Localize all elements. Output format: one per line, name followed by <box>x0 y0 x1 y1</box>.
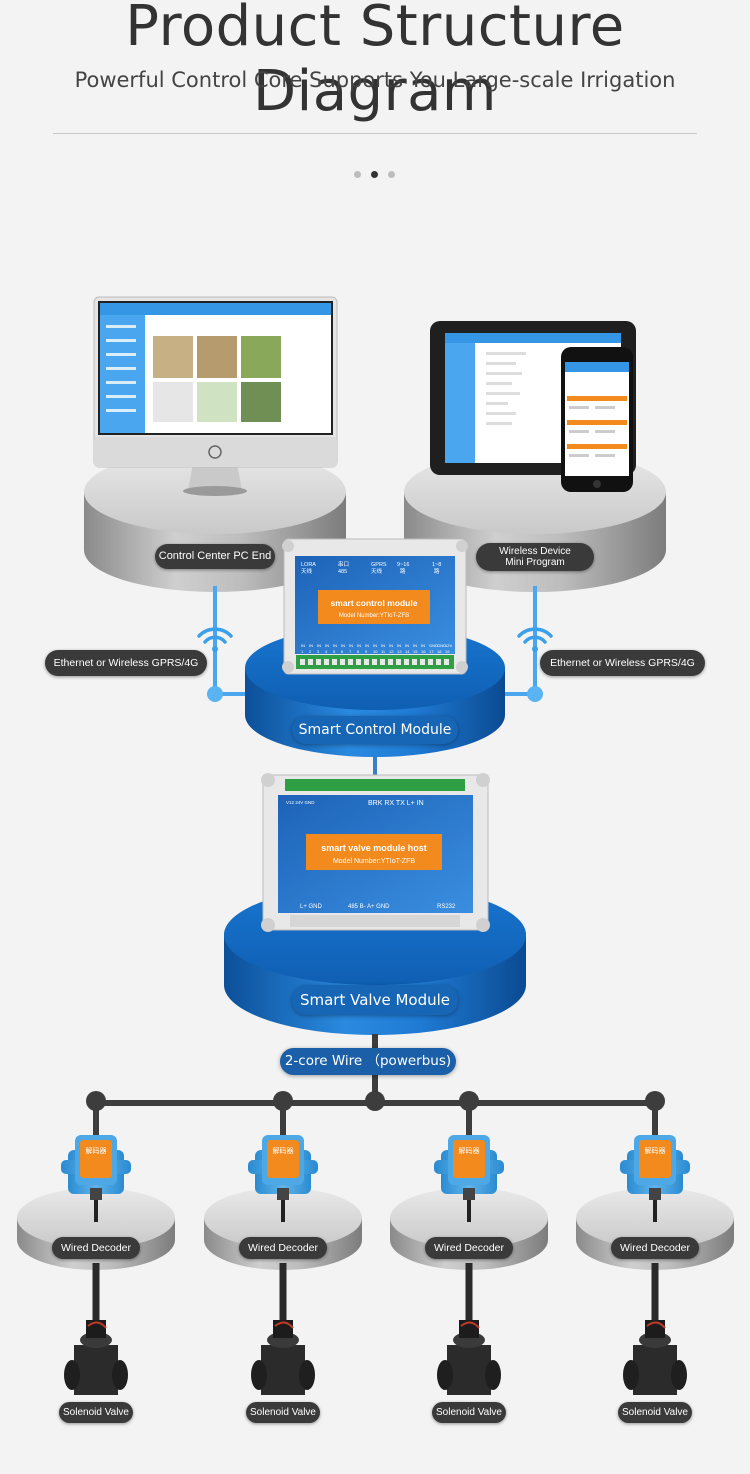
terminal-number: 12 <box>389 649 394 654</box>
terminal-label: 12V <box>445 643 452 648</box>
terminal-label: GND <box>437 643 446 648</box>
valve-label-1: Solenoid Valve <box>59 1402 133 1423</box>
terminal-label: IN <box>301 643 305 648</box>
uplink-wires <box>207 586 543 702</box>
terminal-label: IN <box>317 643 321 648</box>
terminal-label: IN <box>365 643 369 648</box>
decoder-label-1: Wired Decoder <box>52 1237 140 1259</box>
terminal-number: 15 <box>413 649 418 654</box>
pc-label: Control Center PC End <box>155 544 275 569</box>
terminal-label: IN <box>389 643 393 648</box>
decoder-group-4 <box>576 1135 734 1395</box>
page-subtitle: Powerful Control Core Supports You Large… <box>74 68 676 92</box>
control-module-device: smart control module Model Number:YTIoT-… <box>282 538 468 675</box>
decoder-badge-4: 解码器 <box>645 1146 666 1155</box>
monitor-illustration <box>93 296 338 496</box>
svg-text:天线: 天线 <box>371 567 383 575</box>
valve-label-4: Solenoid Valve <box>618 1402 692 1423</box>
valve-module-label: Smart Valve Module <box>292 985 458 1015</box>
decoder-badge-3: 解码器 <box>459 1146 480 1155</box>
decoder-group-2 <box>204 1135 362 1395</box>
link-label-left: Ethernet or Wireless GPRS/4G <box>45 650 207 676</box>
pager-dot-1[interactable] <box>354 171 361 178</box>
mobile-label-line1: Wireless Device <box>499 546 571 557</box>
svg-text:串口: 串口 <box>338 561 349 568</box>
decoder-label-2: Wired Decoder <box>239 1237 327 1259</box>
terminal-label: IN <box>405 643 409 648</box>
terminal-number: 14 <box>405 649 410 654</box>
valve-label-3: Solenoid Valve <box>432 1402 506 1423</box>
control-device-terminal-labels: IN1IN2IN3IN4IN5IN6IN7IN8IN9IN10IN11IN12I… <box>301 643 452 654</box>
page-title: Product Structure Diagram <box>125 0 625 124</box>
decoder-badge-2: 解码器 <box>273 1146 294 1155</box>
terminal-label: IN <box>309 643 313 648</box>
terminal-label: IN <box>333 643 337 648</box>
terminal-label: GND <box>429 643 438 648</box>
terminal-number: 16 <box>421 649 426 654</box>
terminal-number: 13 <box>397 649 402 654</box>
terminal-number: 10 <box>373 649 378 654</box>
bus-junctions <box>86 1091 665 1111</box>
svg-text:L+ GND: L+ GND <box>300 904 323 910</box>
control-device-name: smart control module <box>331 598 418 608</box>
terminal-label: IN <box>373 643 377 648</box>
wifi-icon-left <box>197 627 233 652</box>
terminal-number: 11 <box>381 649 386 654</box>
terminal-label: IN <box>341 643 345 648</box>
svg-text:LORA: LORA <box>301 562 316 568</box>
control-device-top-labels: LORA 串口 GPRS 9~16 1~8 天线 485 天线 路 路 <box>301 561 441 575</box>
terminal-number: 3 <box>317 649 320 654</box>
valve-device-model: Model Number:YTIoT-ZFB <box>333 858 415 865</box>
svg-text:路: 路 <box>434 567 440 575</box>
terminal-number: 5 <box>333 649 336 654</box>
decoder-badge-1: 解码器 <box>86 1146 107 1155</box>
control-device-model: Model Number:YTIoT-ZFB <box>339 613 409 619</box>
terminal-number: 6 <box>341 649 344 654</box>
terminal-label: IN <box>349 643 353 648</box>
terminal-label: IN <box>357 643 361 648</box>
svg-text:RS232: RS232 <box>437 904 456 910</box>
svg-text:485 B- A+ GND: 485 B- A+ GND <box>348 904 390 910</box>
valve-label-2: Solenoid Valve <box>246 1402 320 1423</box>
terminal-number: 2 <box>309 649 312 654</box>
bus-label: 2-core Wire （powerbus) <box>280 1048 456 1075</box>
terminal-label: IN <box>325 643 329 648</box>
terminal-number: 18 <box>437 649 442 654</box>
svg-text:路: 路 <box>400 567 406 575</box>
terminal-number: 4 <box>325 649 328 654</box>
terminal-number: 8 <box>357 649 360 654</box>
terminal-label: IN <box>413 643 417 648</box>
valve-module-device: smart valve module host Model Number:YTI… <box>261 773 490 932</box>
svg-text:天线: 天线 <box>301 567 313 575</box>
svg-text:485: 485 <box>338 569 347 575</box>
valve-device-name: smart valve module host <box>321 843 427 853</box>
svg-text:GPRS: GPRS <box>371 562 387 568</box>
terminal-number: 7 <box>349 649 352 654</box>
mobile-label-line2: Mini Program <box>505 557 565 568</box>
control-module-label: Smart Control Module <box>292 716 458 744</box>
terminal-label: IN <box>381 643 385 648</box>
decoder-label-4: Wired Decoder <box>611 1237 699 1259</box>
terminal-number: 19 <box>445 649 450 654</box>
pager-dot-2[interactable] <box>371 171 378 178</box>
phone-illustration <box>561 347 633 492</box>
decoder-label-3: Wired Decoder <box>425 1237 513 1259</box>
wifi-icon-right <box>517 627 553 652</box>
svg-text:BRK RX TX L+ IN: BRK RX TX L+ IN <box>368 800 424 807</box>
svg-text:1~8: 1~8 <box>432 562 441 568</box>
terminal-label: IN <box>421 643 425 648</box>
link-label-right: Ethernet or Wireless GPRS/4G <box>540 650 705 676</box>
decoder-group-3 <box>390 1135 548 1395</box>
svg-text:V12 24V GND: V12 24V GND <box>286 800 315 805</box>
terminal-number: 17 <box>429 649 434 654</box>
pager-dot-3[interactable] <box>388 171 395 178</box>
terminal-number: 1 <box>301 649 304 654</box>
divider <box>53 133 697 134</box>
svg-text:9~16: 9~16 <box>397 562 409 568</box>
terminal-label: IN <box>397 643 401 648</box>
mobile-label: Wireless Device Mini Program <box>476 543 594 571</box>
terminal-number: 9 <box>365 649 368 654</box>
decoder-group-1 <box>17 1135 175 1395</box>
